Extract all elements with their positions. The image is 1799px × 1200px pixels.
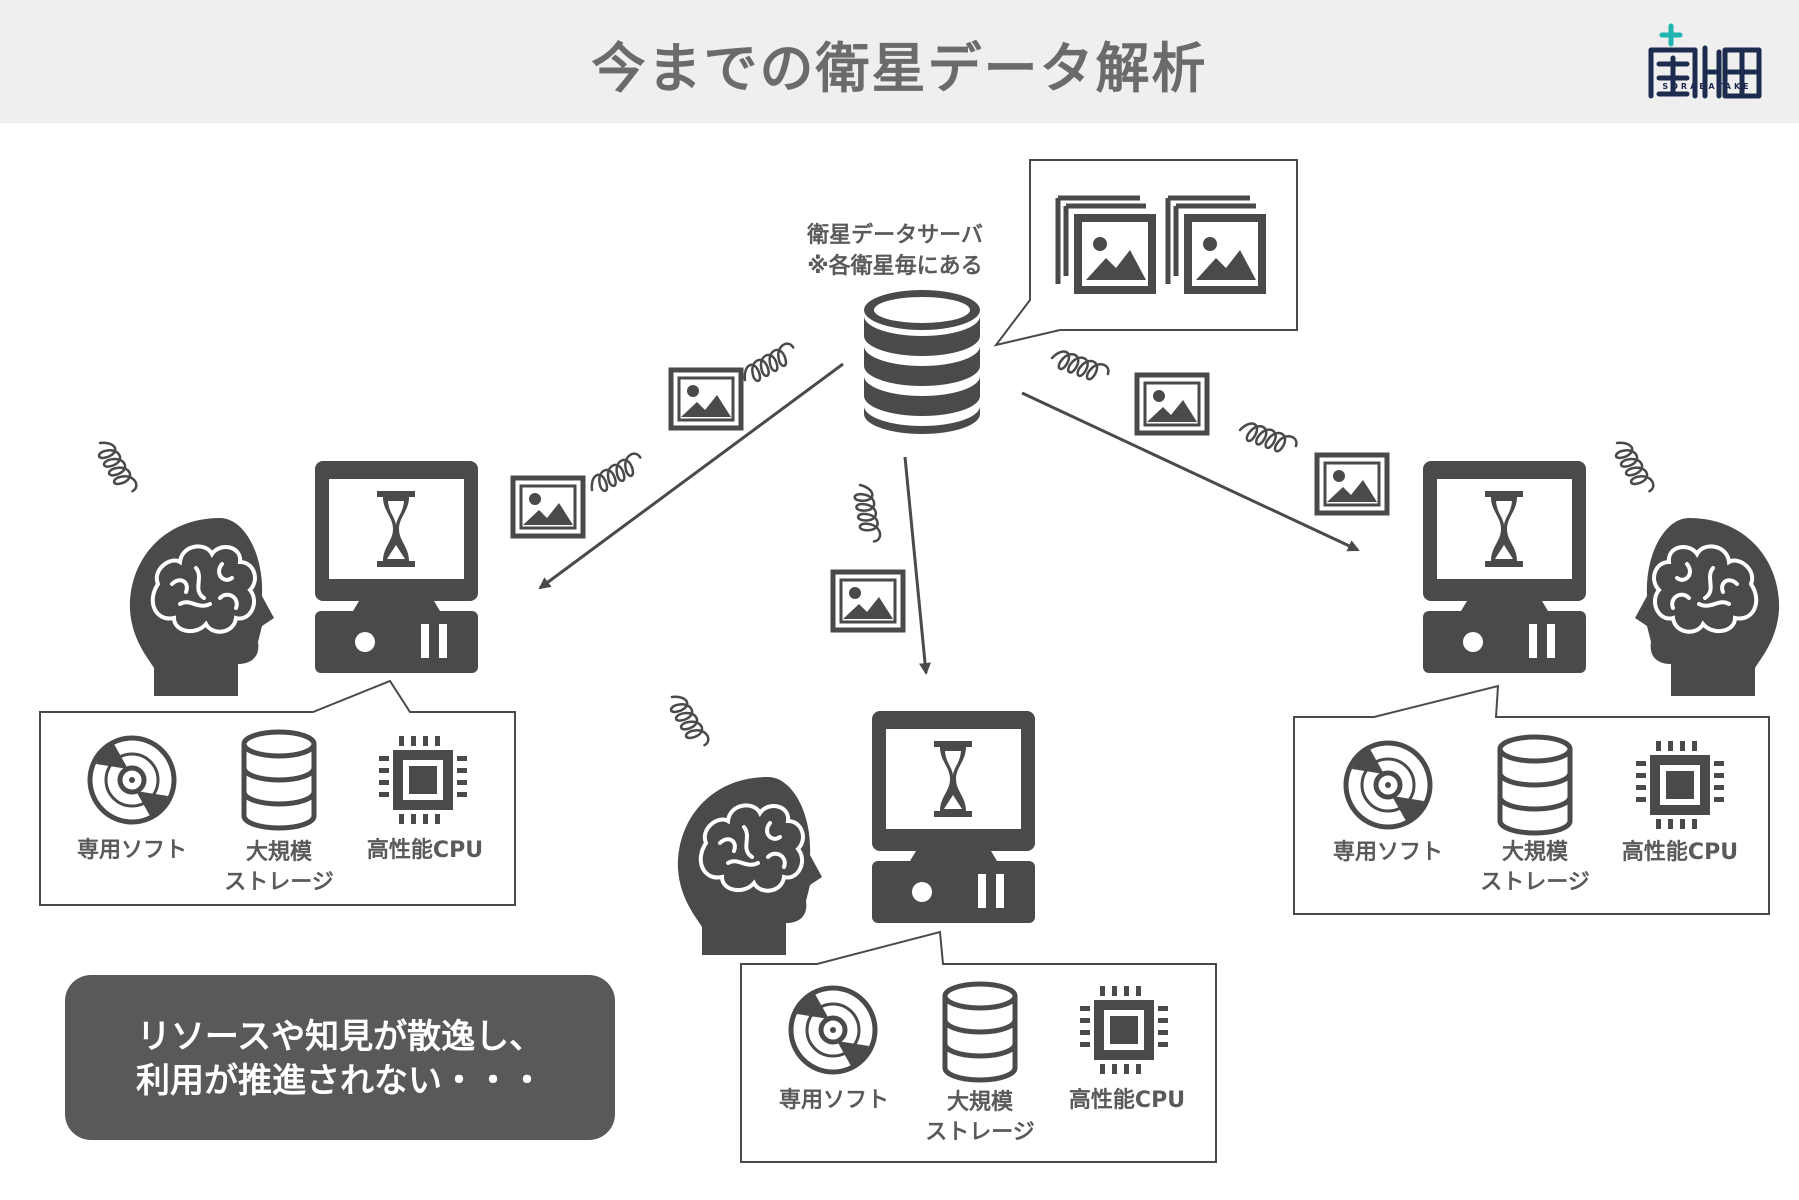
cpu-label: 高性能CPU [1068, 1088, 1186, 1113]
banner-line2: 利用が推進されない・・・ [136, 1061, 544, 1101]
right-spec-callout [1293, 684, 1770, 915]
server-images-callout [993, 159, 1298, 347]
page-title: 今までの衛星データ解析 [591, 37, 1208, 100]
server-database-icon [864, 290, 980, 434]
banner-text: リソースや知見が散逸し、 利用が推進されない・・・ [65, 1015, 615, 1103]
problem-banner: リソースや知見が散逸し、 利用が推進されない・・・ [65, 975, 615, 1140]
software-label: 専用ソフト [778, 1088, 889, 1113]
banner-line1: リソースや知見が散逸し、 [136, 1017, 544, 1057]
user-head-icon [1633, 516, 1782, 698]
image-icon [1137, 375, 1207, 433]
center-spec-callout [740, 930, 1217, 1163]
server-label-line1: 衛星データサーバ [807, 223, 983, 248]
logo-wordmark: SORABATAKE [1662, 82, 1752, 91]
squiggle-icon [1048, 346, 1112, 387]
image-icon [671, 370, 741, 428]
storage-label: 大規模 ストレージ [905, 1088, 1055, 1148]
arrow-to-center-computer [903, 456, 932, 675]
squiggle-icon [92, 436, 141, 499]
storage-label-line1: 大規模 [1501, 840, 1568, 865]
squiggle-icon [1609, 436, 1658, 499]
squiggle-icon [664, 690, 713, 753]
user-head-icon [127, 516, 276, 698]
squiggle-icon [738, 339, 801, 388]
arrow-to-right-computer [1021, 391, 1360, 552]
software-label: 専用ソフト [76, 838, 187, 863]
computer-icon [1423, 461, 1586, 673]
storage-label-line1: 大規模 [245, 840, 312, 865]
cpu-label: 高性能CPU [1621, 840, 1739, 865]
storage-label: 大規模 ストレージ [204, 838, 354, 898]
user-head-icon [675, 775, 824, 957]
computer-icon [872, 711, 1035, 923]
storage-label-line1: 大規模 [946, 1090, 1013, 1115]
squiggle-icon [585, 449, 648, 498]
image-icon [833, 572, 903, 630]
cpu-label: 高性能CPU [366, 838, 484, 863]
storage-label: 大規模 ストレージ [1460, 838, 1610, 898]
server-label: 衛星データサーバ ※各衛星毎にある [780, 220, 1010, 282]
arrow-to-left-computer [538, 362, 844, 590]
squiggle-icon [851, 481, 883, 545]
storage-label-line2: ストレージ [224, 870, 334, 895]
sorabatake-logo [1648, 23, 1762, 99]
server-label-line2: ※各衛星毎にある [807, 254, 983, 279]
image-icon [513, 478, 583, 536]
header-bar: 今までの衛星データ解析 SORABATAKE [0, 0, 1799, 123]
squiggle-icon [1236, 418, 1300, 459]
left-spec-callout [39, 679, 516, 906]
image-icon [1317, 455, 1387, 513]
storage-label-line2: ストレージ [1480, 870, 1590, 895]
software-label: 専用ソフト [1332, 840, 1443, 865]
storage-label-line2: ストレージ [925, 1120, 1035, 1145]
computer-icon [315, 461, 478, 673]
